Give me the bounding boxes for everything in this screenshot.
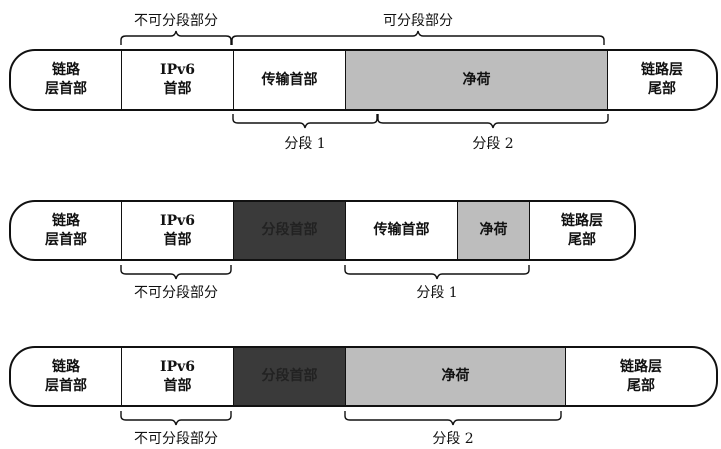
fragment-header: 分段首部 [233,202,345,259]
label-fragment-3: 分段 2 [432,431,474,447]
label-unfragmentable-2: 不可分段部分 [134,285,218,301]
label-fragmentable-1: 可分段部分 [383,13,453,29]
link-layer-trailer-label: 链路层 尾部 [641,62,683,97]
fragment-header-label: 分段首部 [261,222,318,239]
packet-fragment-1: 链路 层首部 IPv6 首部 分段首部 传输首部 净荷 链路层 尾部 [9,200,636,261]
payload: 净荷 [457,202,529,259]
label-unfragmentable-1: 不可分段部分 [134,13,218,29]
ipv6-header-label: IPv6 首部 [160,358,195,394]
brace-fragment-bottom-3 [344,411,562,426]
link-layer-trailer: 链路层 尾部 [529,202,634,259]
brace-unfragmentable-bottom-3 [120,411,232,426]
brace-fragment1-bottom [232,114,378,129]
brace-unfragmentable-top [120,30,232,45]
payload-label: 净荷 [462,71,491,88]
link-layer-trailer: 链路层 尾部 [565,348,716,405]
payload: 净荷 [345,51,607,109]
payload-label: 净荷 [479,222,508,239]
transport-header-label: 传输首部 [373,222,430,239]
ipv6-header-label: IPv6 首部 [160,212,195,248]
fragment-header: 分段首部 [233,348,345,405]
payload: 净荷 [345,348,565,405]
brace-fragmentable-top [231,30,605,45]
ipv6-header-label: IPv6 首部 [160,62,195,97]
brace-fragment-bottom-2 [344,265,530,280]
ipv6-header: IPv6 首部 [121,202,233,259]
link-layer-header: 链路 层首部 [11,348,121,405]
link-layer-header-label: 链路 层首部 [45,358,87,394]
transport-header: 传输首部 [345,202,457,259]
transport-header: 传输首部 [233,51,345,109]
label-unfragmentable-3: 不可分段部分 [134,431,218,447]
link-layer-trailer-label: 链路层 尾部 [620,358,662,394]
ipv6-header: IPv6 首部 [121,348,233,405]
link-layer-header-label: 链路 层首部 [45,62,87,97]
brace-unfragmentable-bottom-2 [120,265,232,280]
link-layer-header: 链路 层首部 [11,202,121,259]
transport-header-label: 传输首部 [261,71,318,88]
label-fragment1-1: 分段 1 [284,136,326,152]
brace-fragment2-bottom [377,114,609,129]
ipv6-header: IPv6 首部 [121,51,233,109]
packet-fragment-2: 链路 层首部 IPv6 首部 分段首部 净荷 链路层 尾部 [9,346,718,407]
link-layer-header-label: 链路 层首部 [45,212,87,248]
fragment-header-label: 分段首部 [261,368,318,385]
packet-original: 链路 层首部 IPv6 首部 传输首部 净荷 链路层 尾部 [9,49,718,111]
payload-label: 净荷 [441,368,470,385]
link-layer-trailer: 链路层 尾部 [607,51,716,109]
link-layer-trailer-label: 链路层 尾部 [561,212,603,248]
label-fragment2-1: 分段 2 [472,136,514,152]
label-fragment-2: 分段 1 [416,285,458,301]
link-layer-header: 链路 层首部 [11,51,121,109]
